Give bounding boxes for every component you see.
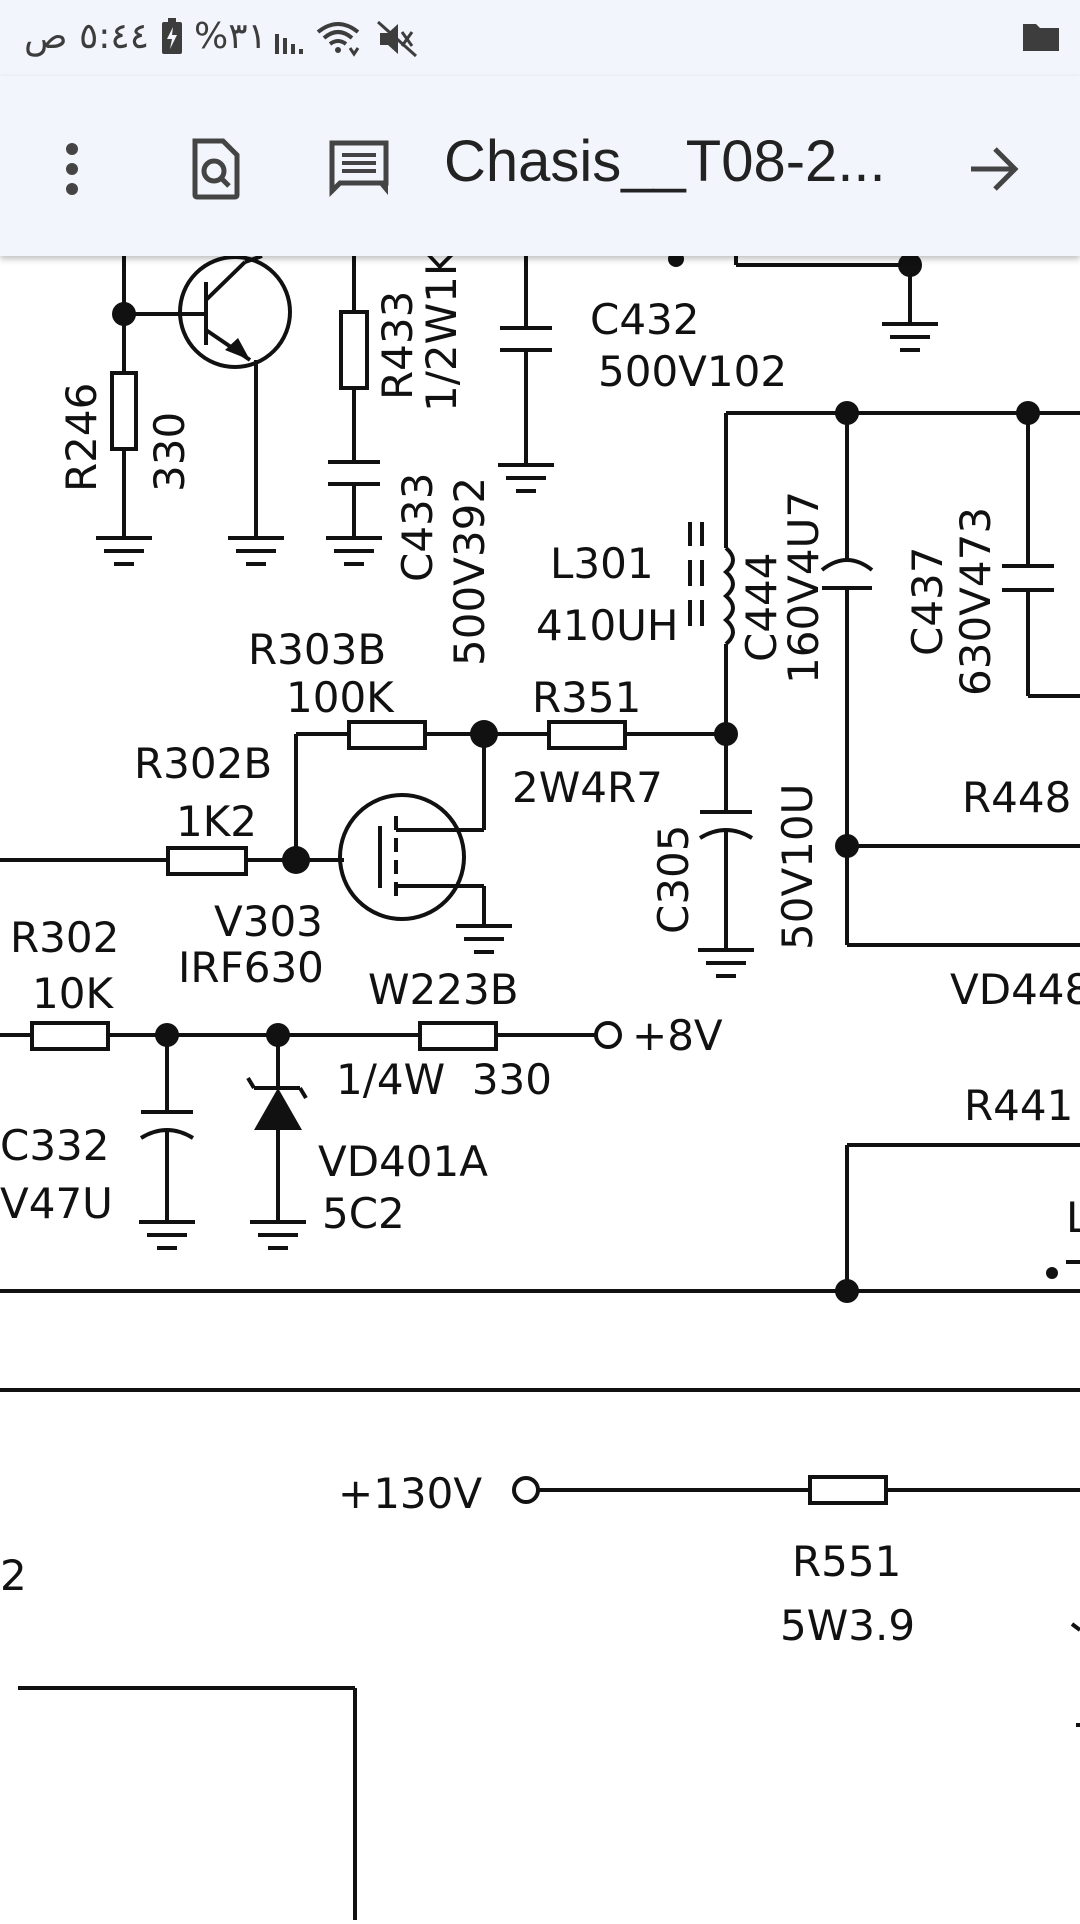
status-time: ٥:٤٤ ص	[24, 16, 150, 57]
label-r303b-value: 100K	[286, 673, 395, 722]
label-c433: C433	[393, 473, 442, 583]
comment-icon	[329, 140, 389, 198]
label-r551: R551	[792, 1537, 901, 1586]
label-partial-2: 2	[0, 1551, 27, 1600]
label-r246: R246	[57, 383, 106, 492]
label-vd401a: VD401A	[318, 1137, 488, 1186]
wifi-icon	[314, 18, 362, 62]
battery-percent: %٣١	[194, 16, 267, 57]
comments-button[interactable]	[312, 121, 408, 217]
label-plus8v: +8V	[632, 1011, 723, 1060]
label-r351: R351	[532, 673, 641, 722]
schematic-drawing: R246 330 R433 1/2W1K C432 500V102 C433 5…	[0, 247, 1080, 1920]
label-r303b: R303B	[248, 625, 386, 674]
label-r246-value: 330	[145, 412, 194, 492]
document-title: Chasis__T08-2...	[444, 129, 886, 194]
label-r302-value: 10K	[32, 969, 114, 1018]
label-vd401a-value: 5C2	[322, 1189, 405, 1238]
label-c432-value: 500V102	[598, 347, 787, 396]
folder-icon	[1022, 20, 1060, 56]
label-c437: C437	[903, 547, 952, 657]
label-c433-value: 500V392	[445, 477, 494, 666]
label-r441: R441	[964, 1081, 1073, 1130]
label-vd448: VD448	[950, 965, 1080, 1014]
mute-icon	[376, 20, 420, 62]
label-r448: R448	[962, 773, 1071, 822]
label-c332-value: V47U	[0, 1179, 113, 1228]
label-c305: C305	[649, 825, 698, 935]
schematic-view[interactable]: R246 330 R433 1/2W1K C432 500V102 C433 5…	[0, 247, 1080, 1920]
find-in-page-icon	[192, 138, 240, 200]
label-plus130v: +130V	[338, 1469, 482, 1518]
battery-charging-icon	[160, 18, 184, 60]
label-r302b-value: 1K2	[176, 797, 257, 846]
label-c437-value: 630V473	[951, 507, 1000, 696]
label-l301: L301	[550, 539, 654, 588]
status-bar: ٥:٤٤ ص %٣١	[0, 0, 1080, 76]
label-r302: R302	[10, 913, 119, 962]
more-vert-icon	[66, 143, 78, 195]
pdf-toolbar: Chasis__T08-2...	[0, 76, 1080, 256]
signal-icon	[274, 24, 308, 58]
open-arrow-button[interactable]	[946, 121, 1042, 217]
label-c432: C432	[590, 295, 700, 344]
label-c332: C332	[0, 1121, 110, 1170]
arrow-forward-icon	[971, 147, 1019, 191]
label-r551-value: 5W3.9	[780, 1601, 915, 1650]
label-v303-value: IRF630	[178, 943, 324, 992]
more-options-button[interactable]	[24, 121, 120, 217]
label-r433-value: 1/2W1K	[417, 256, 466, 412]
label-r433: R433	[373, 291, 422, 400]
label-l301-value: 410UH	[536, 601, 679, 650]
label-w223b: W223B	[368, 965, 519, 1014]
label-r302b: R302B	[134, 739, 272, 788]
label-c444: C444	[737, 553, 786, 663]
label-w223b-value: 1/4W 330	[336, 1055, 552, 1104]
label-c444-value: 160V4U7	[779, 491, 828, 684]
label-l-partial: L	[1066, 1193, 1080, 1242]
find-in-page-button[interactable]	[168, 121, 264, 217]
label-c305-value: 50V10U	[773, 784, 822, 950]
label-v303: V303	[214, 897, 323, 946]
label-r351-value: 2W4R7	[512, 763, 663, 812]
